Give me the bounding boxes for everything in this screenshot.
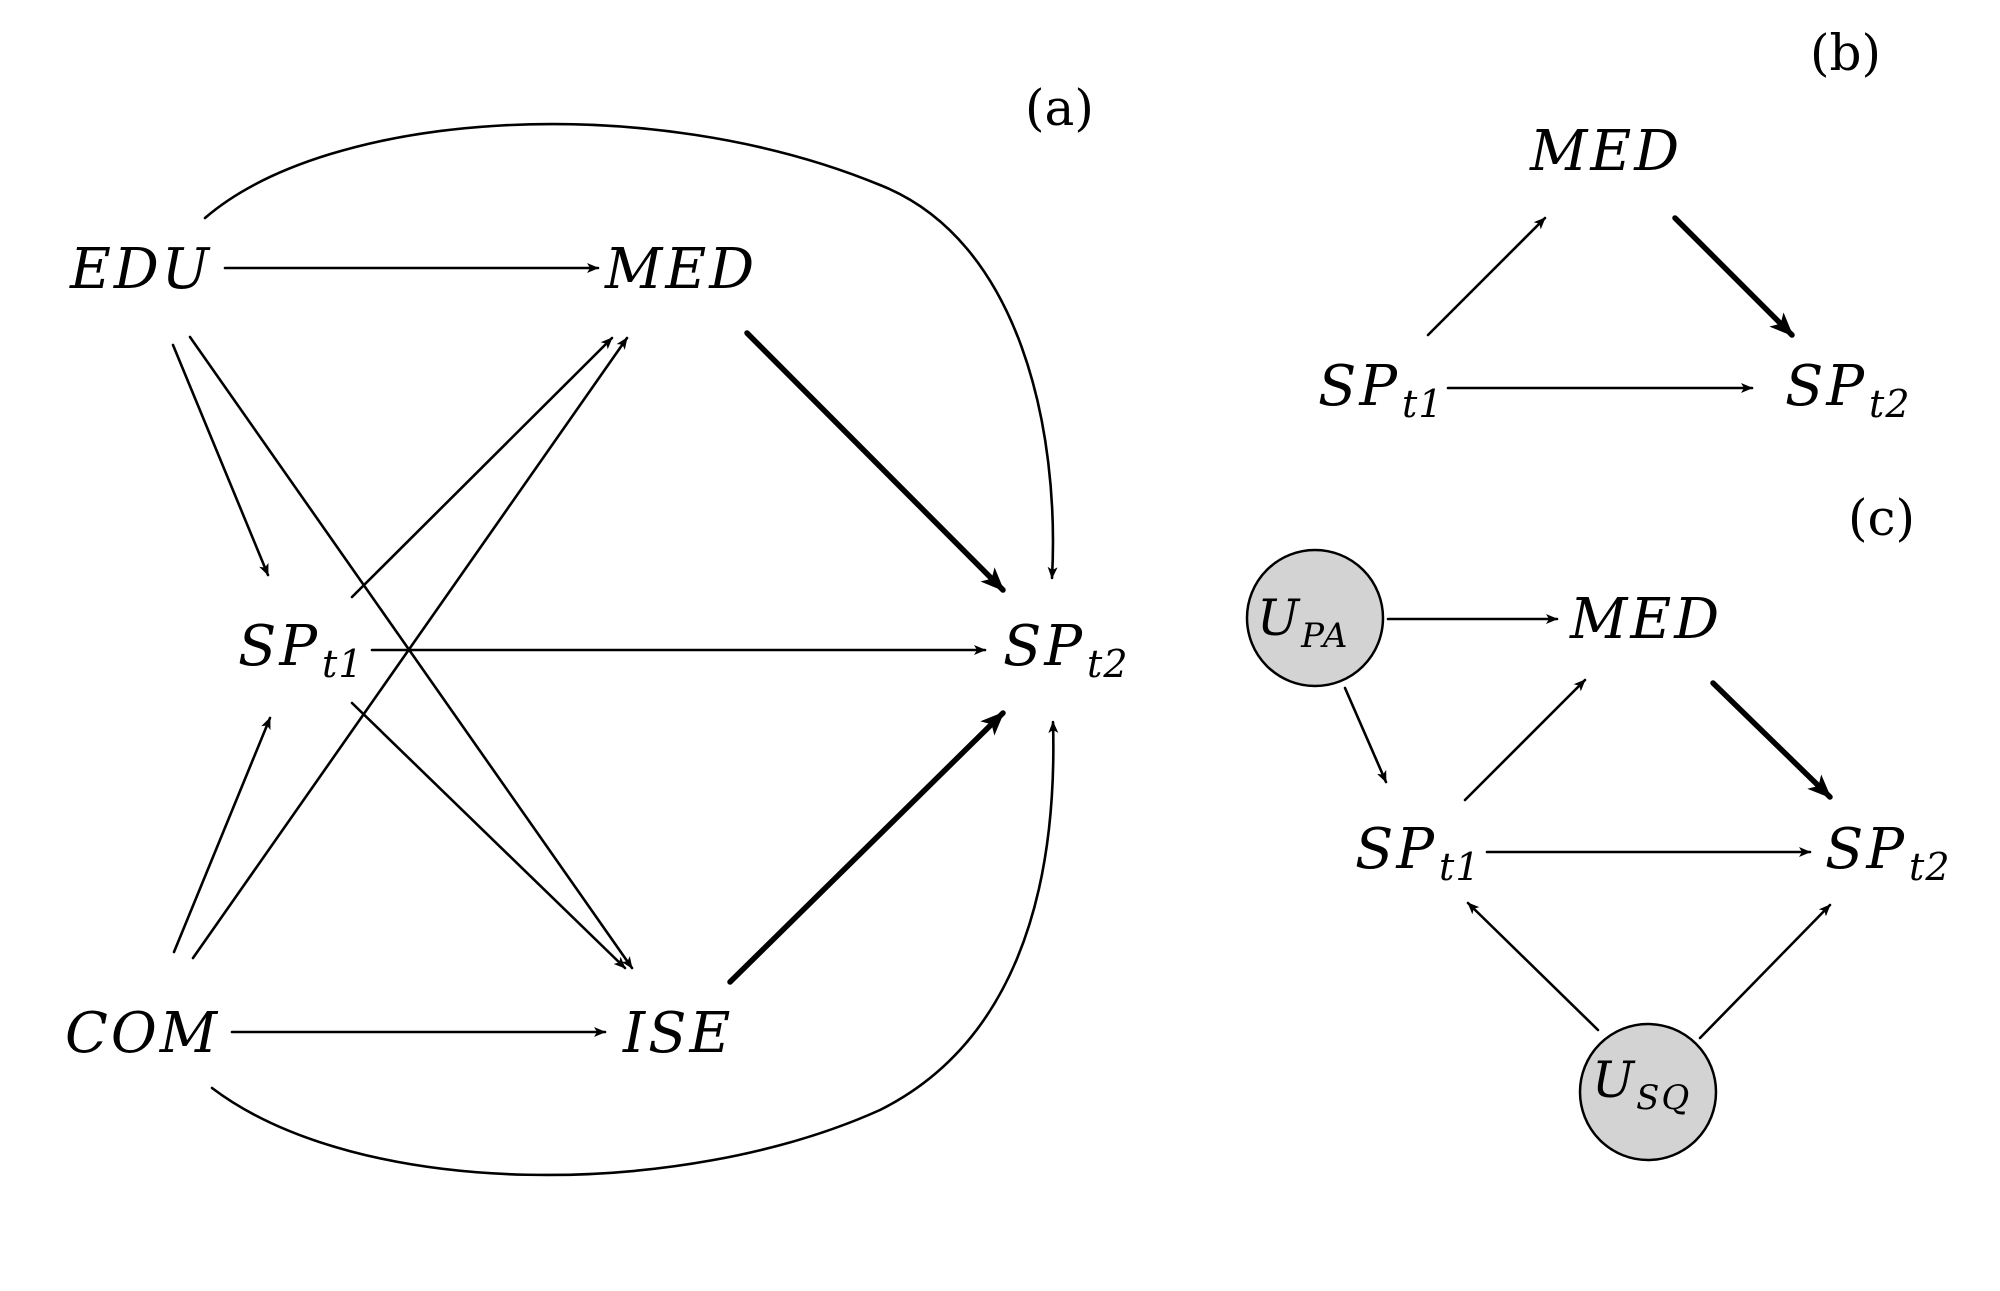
panel-c: (c) UPA USQ MED SPt1 SPt2	[1245, 489, 1951, 1162]
node-c-u-pa: UPA	[1257, 589, 1349, 656]
edge-com-med	[191, 336, 629, 960]
edge-com-sp-t2-arc	[210, 720, 1059, 1177]
edge-sp-t1-ise	[350, 701, 627, 970]
edge-c-usq-sp-t2	[1698, 903, 1832, 1040]
node-b-sp-t1: SPt1	[1318, 354, 1444, 426]
edge-sp-t1-med	[350, 336, 614, 599]
latent-node-u-sq	[1578, 1022, 1718, 1162]
panel-label-c: (c)	[1848, 489, 1915, 547]
edge-c-med-sp-t2	[1710, 680, 1833, 800]
edge-edu-sp-t2-arc	[203, 122, 1058, 580]
node-c-sp-t1: SPt1	[1355, 817, 1481, 889]
edge-edu-sp-t1	[171, 343, 270, 577]
node-b-med: MED	[1529, 119, 1682, 184]
edge-b-sp-t1-med	[1426, 216, 1547, 337]
edge-com-sp-t1	[172, 716, 272, 954]
panel-a: (a) EDU MED SPt1 SPt2 COM ISE	[65, 79, 1129, 1177]
edge-med-sp-t2	[744, 330, 1006, 593]
edge-c-usq-sp-t1	[1466, 901, 1600, 1032]
node-com: COM	[65, 1001, 220, 1066]
node-c-sp-t2: SPt2	[1825, 817, 1951, 889]
edge-edu-ise	[188, 335, 634, 970]
edge-c-upa-sp-t1	[1343, 686, 1388, 784]
node-ise: ISE	[622, 1001, 733, 1066]
panel-label-a: (a)	[1025, 79, 1094, 137]
edge-b-med-sp-t2	[1672, 215, 1795, 338]
node-c-med: MED	[1569, 587, 1722, 652]
latent-node-u-pa	[1245, 548, 1385, 688]
node-sp-t1: SPt1	[238, 614, 364, 686]
node-med: MED	[604, 237, 757, 302]
node-sp-t2: SPt2	[1003, 614, 1129, 686]
panel-b: (b) MED SPt1 SPt2	[1318, 24, 1911, 426]
edge-ise-sp-t2	[727, 710, 1006, 985]
panel-label-b: (b)	[1810, 24, 1881, 82]
node-c-u-sq: USQ	[1592, 1051, 1691, 1118]
node-edu: EDU	[69, 237, 212, 302]
node-b-sp-t2: SPt2	[1785, 354, 1911, 426]
edge-c-sp-t1-med	[1463, 678, 1587, 802]
